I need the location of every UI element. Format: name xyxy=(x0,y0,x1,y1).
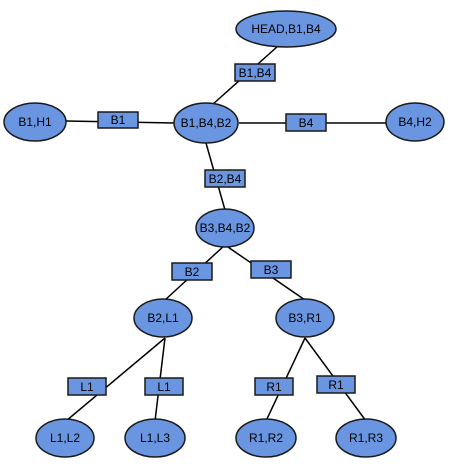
node-label: R1,R2 xyxy=(249,431,283,445)
separator-box xyxy=(144,377,184,396)
separator-label: R1 xyxy=(328,378,344,392)
node-label: B3,R1 xyxy=(288,311,322,325)
node-label: B1,H1 xyxy=(18,115,52,129)
node-ellipse xyxy=(235,10,337,48)
separator-label: B1,B4 xyxy=(239,66,272,80)
separator-label: L1 xyxy=(80,380,94,394)
node-label: L1,L2 xyxy=(50,431,80,445)
node-ellipse xyxy=(173,102,239,144)
node-b3b4b2: B3,B4,B2 xyxy=(195,208,255,248)
separator-b3b4b2-b2l1: B2 xyxy=(171,262,213,281)
separator-b3b4b2-b3r1: B3 xyxy=(250,260,292,279)
separator-box xyxy=(285,113,327,132)
separator-label: B2,B4 xyxy=(209,172,242,186)
node-ellipse xyxy=(335,418,397,458)
separator-b2l1-l1l3: L1 xyxy=(144,377,184,396)
node-r1r2: R1,R2 xyxy=(235,418,297,458)
node-ellipse xyxy=(275,298,335,338)
separator-b3r1-r1r2: R1 xyxy=(254,377,294,396)
separator-box xyxy=(250,260,292,279)
node-ellipse xyxy=(385,102,445,142)
node-b4h2: B4,H2 xyxy=(385,102,445,142)
separator-b1b4b2-b4h2: B4 xyxy=(285,113,327,132)
node-label: R1,R3 xyxy=(349,431,383,445)
node-b1b4b2: B1,B4,B2 xyxy=(173,102,239,144)
separator-b1h1-b1b4b2: B1 xyxy=(97,111,139,129)
node-b3r1: B3,R1 xyxy=(275,298,335,338)
separator-box xyxy=(234,63,276,82)
node-label: B1,B4,B2 xyxy=(181,116,232,130)
node-l1l3: L1,L3 xyxy=(124,418,186,458)
node-head: HEAD,B1,B4 xyxy=(235,10,337,48)
node-r1r3: R1,R3 xyxy=(335,418,397,458)
separator-box xyxy=(171,262,213,281)
separator-box xyxy=(67,377,107,396)
separator-b2l1-l1l2: L1 xyxy=(67,377,107,396)
node-b2l1: B2,L1 xyxy=(133,298,193,338)
separators: B1,B4 B1 B4 B2,B4 B2 B3 L1 L1 xyxy=(67,63,356,396)
separator-b1b4b2-b3b4b2: B2,B4 xyxy=(204,169,246,188)
node-ellipse xyxy=(124,418,186,458)
node-label: HEAD,B1,B4 xyxy=(251,22,321,36)
node-l1l2: L1,L2 xyxy=(35,418,95,458)
separator-box xyxy=(316,375,356,394)
edge-b2l1-l1l2 xyxy=(65,337,166,422)
separator-label: B2 xyxy=(185,265,200,279)
node-label: B2,L1 xyxy=(147,311,179,325)
separator-head-b1b4b2: B1,B4 xyxy=(234,63,276,82)
nodes: HEAD,B1,B4 B1,H1 B1,B4,B2 B4,H2 B3,B4,B2… xyxy=(3,10,445,458)
separator-b3r1-r1r3: R1 xyxy=(316,375,356,394)
separator-label: R1 xyxy=(266,380,282,394)
node-ellipse xyxy=(133,298,193,338)
node-label: L1,L3 xyxy=(140,431,170,445)
separator-label: B1 xyxy=(111,113,126,127)
separator-label: L1 xyxy=(157,380,171,394)
node-ellipse xyxy=(3,102,67,142)
separator-label: B4 xyxy=(299,116,314,130)
separator-box xyxy=(97,111,139,129)
node-ellipse xyxy=(35,418,95,458)
node-label: B3,B4,B2 xyxy=(200,221,251,235)
node-ellipse xyxy=(195,208,255,248)
node-b1h1: B1,H1 xyxy=(3,102,67,142)
node-ellipse xyxy=(235,418,297,458)
separator-label: B3 xyxy=(264,263,279,277)
separator-box xyxy=(254,377,294,396)
separator-box xyxy=(204,169,246,188)
node-label: B4,H2 xyxy=(398,115,432,129)
